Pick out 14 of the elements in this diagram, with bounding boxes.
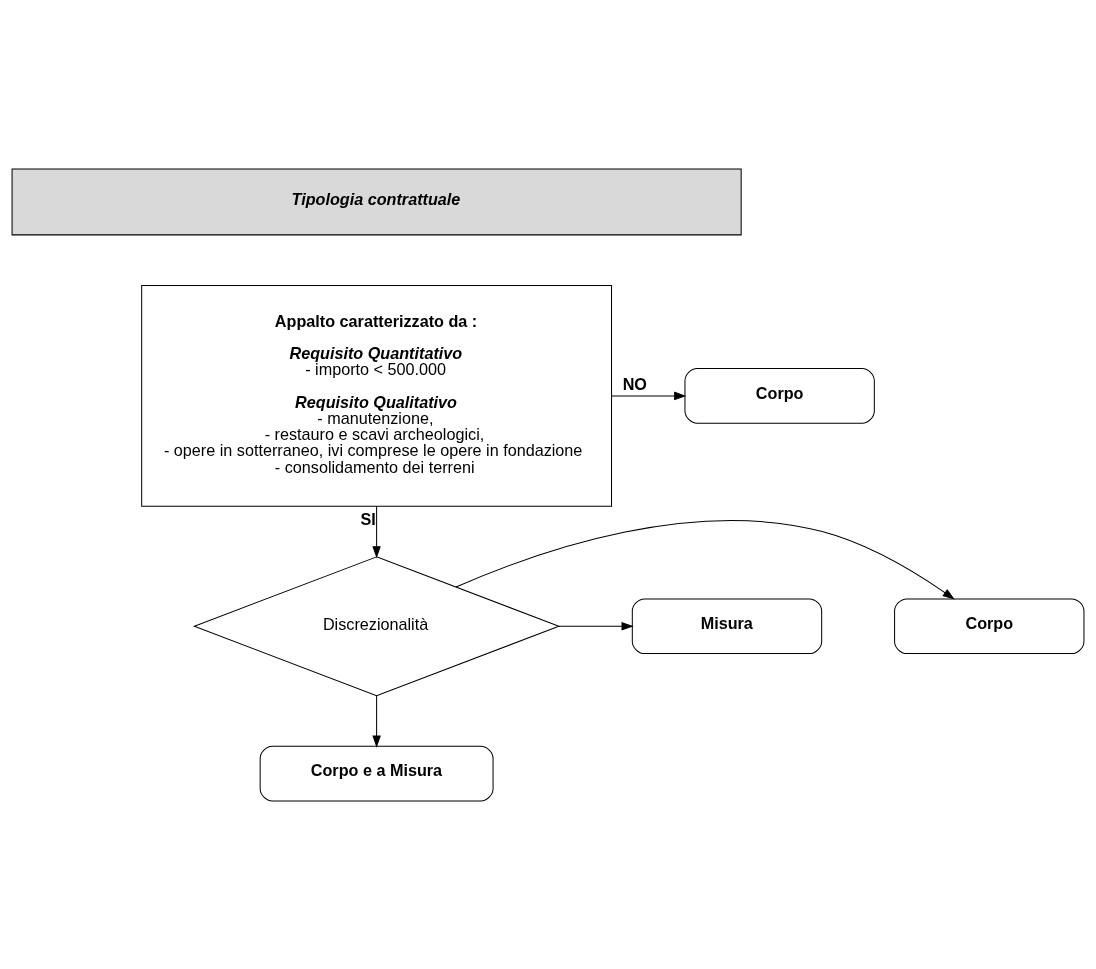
node-box: Corpo e a Misura [259, 745, 494, 801]
arrow [455, 519, 955, 600]
arrow [372, 505, 381, 558]
node-box: Corpo [894, 597, 1085, 654]
arrow [558, 621, 634, 631]
arrow [611, 391, 687, 400]
edge-label: NO [622, 374, 647, 393]
arrow [372, 694, 381, 748]
node-box: Tipologia contrattuale [11, 168, 742, 235]
node-box: Misura [631, 597, 823, 654]
node-diamond: Discrezionalità [192, 555, 561, 696]
node-box: Corpo [684, 367, 875, 424]
node-box: Appalto caratterizzato da : Requisito Quantitativo - importo < 500.000 Requisito Qualitativo - manutenzione, - restauro e scavi archeologici, - opere in sotterraneo, ivi comprese le opere in fondazione - consolidamento dei terreni [141, 284, 613, 507]
edge-label: SI [360, 509, 376, 528]
